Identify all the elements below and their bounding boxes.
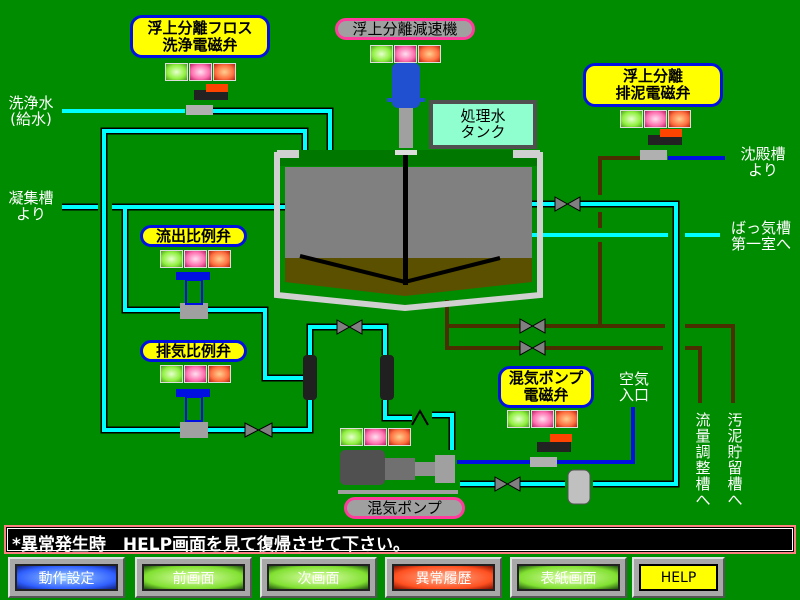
reducer-motor [387,63,425,148]
stop-lamp [364,428,387,446]
operation-settings-button[interactable]: 動作設定 [8,557,125,598]
wash-water-text: 洗浄水(給水) [8,94,54,128]
run-lamp [340,428,363,446]
stop-lamp [189,63,212,81]
coag-tank-text: 凝集槽より [8,189,54,223]
status-lamps [370,45,442,63]
fault-lamp [418,45,441,63]
sludge-valve-label[interactable]: 浮上分離排泥電磁弁 [583,63,723,107]
fault-lamp [208,250,231,268]
control-valves [176,84,682,467]
run-lamp [620,110,643,128]
status-lamps [160,250,232,268]
pump-valve-label[interactable]: 混気ポンプ電磁弁 [498,366,594,408]
exhaust-valve-label[interactable]: 排気比例弁 [140,340,247,362]
treated-water-tank-label: 処理水タンク [460,107,506,141]
next-screen-button[interactable]: 次画面 [260,557,377,598]
check-valve [411,408,429,426]
sedimentation-text: 沈殿槽より [740,145,786,179]
reducer-label[interactable]: 浮上分離減速機 [335,18,475,40]
run-lamp [507,410,530,428]
status-lamps [165,63,237,81]
run-lamp [160,365,183,383]
mixing-pump [338,450,458,494]
status-lamps [507,410,579,428]
status-lamps [160,365,232,383]
air-filter [567,469,591,505]
previous-screen-button[interactable]: 前画面 [135,557,252,598]
air-pipes [457,156,725,464]
fault-lamp [388,428,411,446]
fault-lamp [555,410,578,428]
air-inlet-text: 空気入口 [618,370,649,404]
aeration-text: ばっ気槽第一室へ [730,219,791,253]
message-bar: *異常発生時 HELP画面を見て復帰させて下さい。 [4,525,796,555]
filter-cylinder [303,355,317,400]
filter-cylinder [380,355,394,400]
stop-lamp [184,365,207,383]
flow-adjust-text: 流量調整槽へ [695,411,711,509]
sludge-storage-text: 汚泥貯留槽へ [727,411,743,509]
status-lamps [620,110,692,128]
outflow-valve-label[interactable]: 流出比例弁 [140,225,247,247]
stop-lamp [531,410,554,428]
sludge-pipes [445,156,735,403]
floss-wash-valve-label[interactable]: 浮上分離フロス洗浄電磁弁 [130,15,270,58]
status-lamps [340,428,412,446]
fault-lamp [208,365,231,383]
cover-screen-button[interactable]: 表紙画面 [510,557,627,598]
stop-lamp [184,250,207,268]
help-button[interactable]: HELP [632,557,725,598]
alarm-history-button[interactable]: 異常履歴 [385,557,502,598]
stop-lamp [644,110,667,128]
manual-valves [244,196,581,492]
float-separation-tank [274,150,543,312]
stop-lamp [394,45,417,63]
treated-water-tank [429,100,537,149]
run-lamp [370,45,393,63]
run-lamp [165,63,188,81]
fault-lamp [668,110,691,128]
fault-lamp [213,63,236,81]
run-lamp [160,250,183,268]
pump-label[interactable]: 混気ポンプ [344,497,465,519]
